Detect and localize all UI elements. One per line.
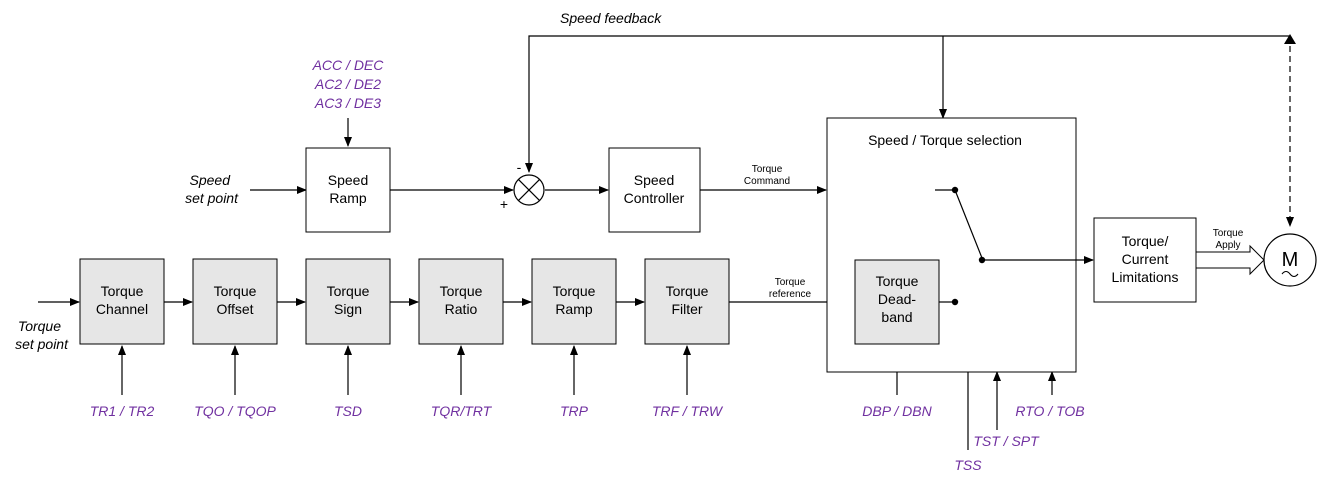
param-sign: TSD — [334, 403, 362, 419]
speed-controller-label-2: Controller — [624, 190, 685, 206]
param-switch: TSS — [954, 457, 982, 473]
torque-sign-label-2: Sign — [334, 301, 362, 317]
limitations-label-3: Limitations — [1112, 269, 1179, 285]
param-channel: TR1 / TR2 — [90, 403, 155, 419]
motor-label: M — [1282, 249, 1299, 271]
limitations-label-2: Current — [1122, 251, 1169, 267]
param-ramp: TRP — [560, 403, 589, 419]
torque-ramp-label-2: Ramp — [555, 301, 593, 317]
speed-ramp-param-3: AC3 / DE3 — [314, 95, 381, 111]
speed-ramp-label-2: Ramp — [329, 190, 367, 206]
summer-minus: - — [517, 159, 522, 175]
param-selection: TST / SPT — [973, 433, 1040, 449]
torque-offset-label-2: Offset — [216, 301, 253, 317]
param-limits: RTO / TOB — [1015, 403, 1084, 419]
torque-filter-label-2: Filter — [671, 301, 702, 317]
torque-sign-label-1: Torque — [327, 283, 370, 299]
speed-ramp-param-2: AC2 / DE2 — [314, 76, 381, 92]
torque-ratio-block: Torque Ratio — [418, 258, 504, 345]
speed-setpoint-label-1: Speed — [190, 172, 232, 188]
deadband-label-1: Torque — [876, 273, 919, 289]
speed-controller-label-1: Speed — [634, 172, 674, 188]
torque-setpoint-label-1: Torque — [18, 318, 61, 334]
torque-ratio-label-2: Ratio — [445, 301, 478, 317]
speed-controller-block — [608, 147, 701, 233]
param-filter: TRF / TRW — [652, 403, 724, 419]
param-deadband: DBP / DBN — [862, 403, 932, 419]
deadband-label-3: band — [881, 309, 912, 325]
speed-ramp-label-1: Speed — [328, 172, 368, 188]
speed-feedback-line — [525, 35, 1290, 173]
torque-channel-label-1: Torque — [101, 283, 144, 299]
torque-apply-label-2: Apply — [1215, 240, 1240, 251]
deadband-label-2: Dead- — [878, 291, 916, 307]
speed-setpoint-label-2: set point — [185, 190, 239, 206]
param-ratio: TQR/TRT — [431, 403, 493, 419]
speed-feedback-label: Speed feedback — [560, 10, 662, 26]
limitations-block — [1093, 217, 1197, 303]
selection-switch — [935, 186, 1094, 306]
torque-channel-block: Torque Channel — [79, 258, 165, 345]
torque-command-label-2: Command — [744, 176, 790, 187]
summer-plus: + — [500, 196, 508, 212]
torque-command-label-1: Torque — [752, 164, 783, 175]
selection-title: Speed / Torque selection — [868, 132, 1022, 148]
speed-ramp-param-1: ACC / DEC — [312, 57, 385, 73]
torque-ramp-block: Torque Ramp — [531, 258, 617, 345]
torque-filter-label-1: Torque — [666, 283, 709, 299]
torque-setpoint-label-2: set point — [15, 336, 69, 352]
torque-offset-block: Torque Offset — [192, 258, 278, 345]
torque-apply-label-1: Torque — [1213, 228, 1244, 239]
torque-filter-block: Torque Filter — [644, 258, 730, 345]
limitations-label-1: Torque/ — [1122, 233, 1169, 249]
torque-sign-block: Torque Sign — [305, 258, 391, 345]
motor-icon — [1263, 233, 1317, 287]
torque-ramp-label-1: Torque — [553, 283, 596, 299]
feedback-arrowhead-up — [1284, 34, 1296, 44]
torque-apply-arrow — [1195, 244, 1265, 276]
torque-ratio-label-1: Torque — [440, 283, 483, 299]
param-offset: TQO / TQOP — [194, 403, 276, 419]
summing-junction — [513, 174, 545, 206]
torque-offset-label-1: Torque — [214, 283, 257, 299]
torque-reference-label-2: reference — [769, 289, 812, 300]
speed-ramp-block — [305, 147, 391, 233]
torque-reference-label-1: Torque — [775, 277, 806, 288]
torque-channel-label-2: Channel — [96, 301, 148, 317]
deadband-block — [854, 259, 940, 345]
